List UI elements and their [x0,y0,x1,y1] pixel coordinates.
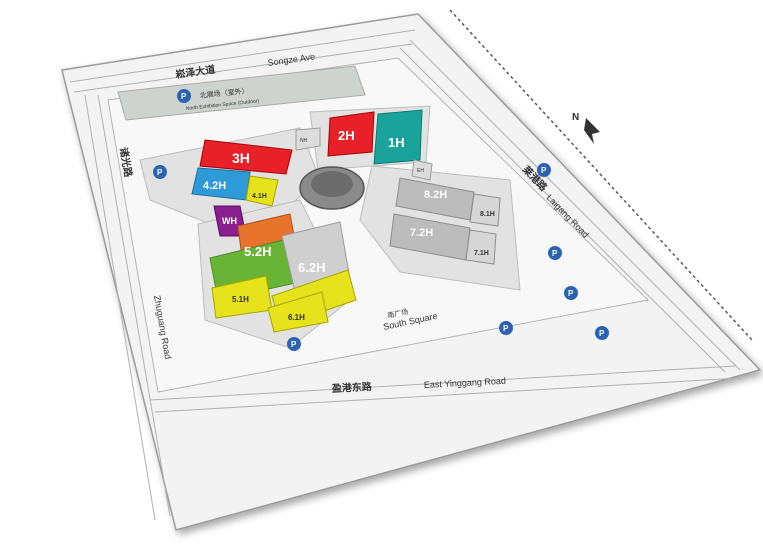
hall-7-1h-label: 7.1H [474,250,489,257]
svg-text:N: N [572,112,579,123]
boundary-dashed [449,9,753,341]
north-exhibition-space[interactable] [117,65,366,121]
hall-1h[interactable] [373,109,423,165]
hall-3h[interactable] [199,139,293,175]
hall-wh-label: WH [222,216,237,226]
hall-eh[interactable] [411,159,433,181]
hall-6-1h[interactable] [267,291,329,333]
svg-text:P: P [291,340,297,349]
hall-5-2h-label: 5.2H [244,244,271,259]
parking-marker[interactable]: P [548,246,562,260]
parking-marker[interactable]: P [537,163,551,177]
svg-text:P: P [552,249,558,258]
hall-6-1h-label: 6.1H [288,313,305,322]
south-square-zh: 南广场 [387,307,409,320]
parking-markers: P P P P P P P P [153,89,609,351]
hall-5-1h-label: 5.1H [232,295,249,304]
hall-7-1h[interactable] [465,229,497,265]
parking-marker[interactable]: P [153,165,167,179]
road-south-en: East Yinggang Road [424,376,506,390]
hall-8-1h[interactable] [469,193,501,227]
hall-7-2h-label: 7.2H [410,227,433,239]
road-south-zh: 盈港东路 [330,380,373,395]
central-hub-inner [311,171,353,197]
hall-4-1h-label: 4.1H [252,193,267,200]
hall-6-2h-label: 6.2H [298,260,325,275]
north-arrow-icon: N [572,112,600,144]
svg-text:P: P [181,92,187,101]
hall-4-1h[interactable] [245,175,279,207]
road-lines [69,29,741,521]
parking-marker[interactable]: P [287,337,301,351]
parking-marker[interactable]: P [177,89,191,103]
hall-4-2h-label: 4.2H [203,180,226,192]
parking-marker[interactable]: P [564,286,578,300]
svg-text:P: P [568,289,574,298]
hall-8-1h-label: 8.1H [480,211,495,218]
svg-text:P: P [157,168,163,177]
hall-8-2h-label: 8.2H [424,189,447,201]
svg-text:P: P [503,324,509,333]
svg-text:P: P [599,329,605,338]
svg-text:P: P [541,166,547,175]
hall-nh-label: NH [300,138,308,144]
hall-3h-label: 3H [232,150,250,166]
hall-2h[interactable] [327,111,375,157]
parking-marker[interactable]: P [595,326,609,340]
hall-1h-label: 1H [388,135,405,150]
hall-nh[interactable] [295,127,321,151]
parking-marker[interactable]: P [499,321,513,335]
hall-eh-label: EH [417,168,424,174]
hall-2h-label: 2H [338,128,355,143]
